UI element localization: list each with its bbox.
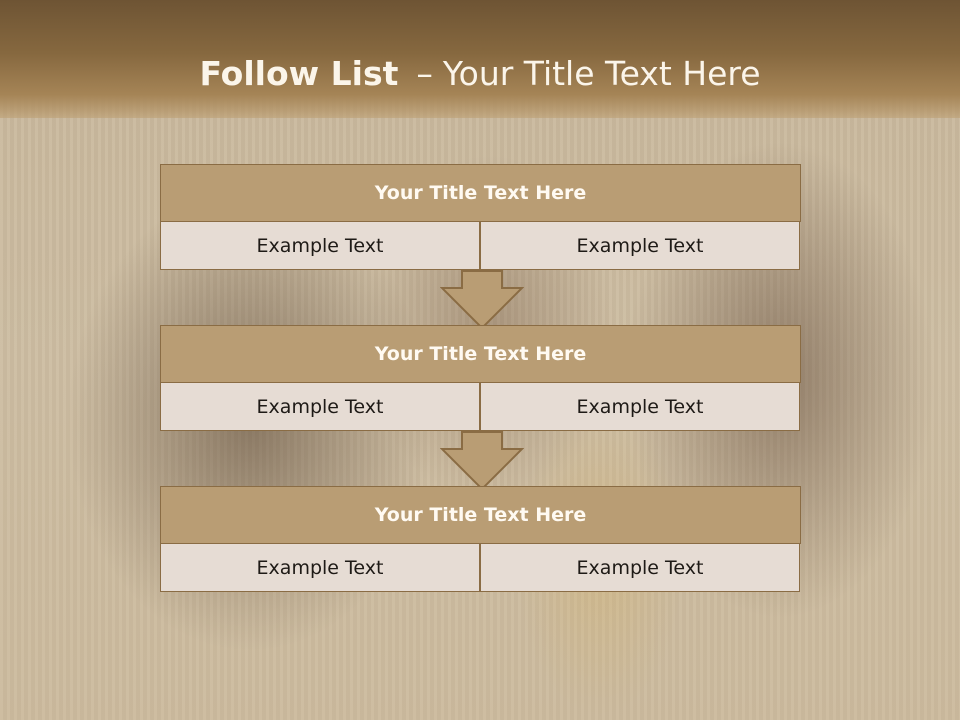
- slide-title-bold: Follow List: [199, 54, 399, 93]
- block-cell-left: Example Text: [160, 382, 480, 431]
- slide-title-dash: –: [416, 54, 433, 93]
- list-block-3: Your Title Text Here Example Text Exampl…: [160, 486, 801, 593]
- block-cell-right: Example Text: [480, 221, 800, 270]
- block-title: Your Title Text Here: [160, 325, 801, 383]
- list-block-1: Your Title Text Here Example Text Exampl…: [160, 164, 801, 271]
- slide-title-rest: Your Title Text Here: [442, 54, 761, 93]
- block-cell-right: Example Text: [480, 543, 800, 592]
- list-block-2: Your Title Text Here Example Text Exampl…: [160, 325, 801, 432]
- block-title: Your Title Text Here: [160, 164, 801, 222]
- block-title: Your Title Text Here: [160, 486, 801, 544]
- slide-title: Follow List–Your Title Text Here: [0, 50, 960, 98]
- block-cell-left: Example Text: [160, 221, 480, 270]
- title-bar: [0, 0, 960, 118]
- down-arrow-icon: [440, 431, 524, 491]
- block-cell-left: Example Text: [160, 543, 480, 592]
- down-arrow-icon: [440, 270, 524, 330]
- block-cell-right: Example Text: [480, 382, 800, 431]
